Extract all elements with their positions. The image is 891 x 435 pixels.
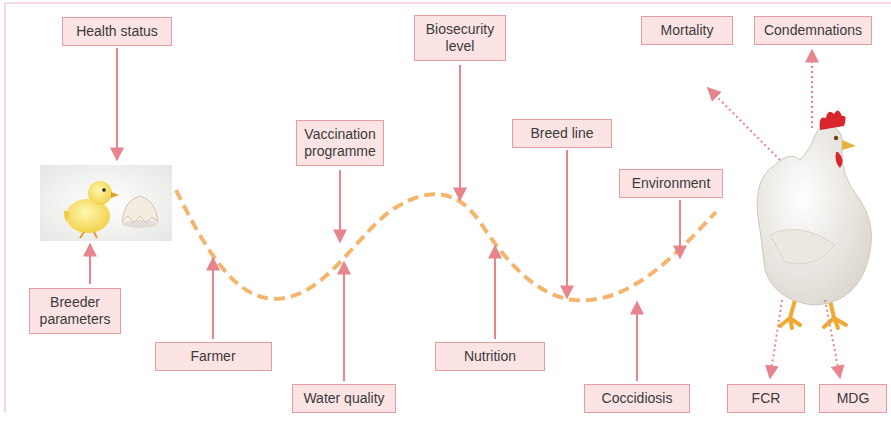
factor-box: Nutrition	[435, 342, 545, 371]
growth-curve	[176, 190, 716, 300]
factor-box: FCR	[727, 384, 805, 413]
factor-label: MDG	[826, 390, 880, 407]
factor-label: Mortality	[648, 22, 726, 39]
factor-label: Vaccination programme	[303, 126, 377, 160]
factor-box: Mortality	[641, 16, 733, 45]
factor-label: Biosecurity level	[421, 21, 499, 55]
factor-label: Condemnations	[761, 22, 865, 39]
factor-box: Breed line	[512, 119, 612, 148]
factor-box: Biosecurity level	[414, 15, 506, 61]
factor-label: Water quality	[299, 390, 389, 407]
factor-box: Water quality	[292, 384, 396, 413]
factor-box: Coccidiosis	[584, 384, 690, 413]
factor-box: Farmer	[155, 342, 272, 371]
factor-box: Condemnations	[754, 16, 872, 45]
chick-illustration	[40, 165, 172, 241]
factor-label: Breed line	[519, 125, 605, 142]
factor-label: Breeder parameters	[36, 294, 114, 328]
factor-label: Environment	[626, 175, 716, 192]
influence-arrows	[90, 48, 680, 381]
factor-label: Farmer	[162, 348, 265, 365]
factor-label: Nutrition	[442, 348, 538, 365]
outcome-arrows	[708, 50, 840, 378]
factor-label: Health status	[69, 23, 165, 40]
factor-box: Environment	[619, 169, 723, 198]
factor-label: Coccidiosis	[591, 390, 683, 407]
factor-box: Vaccination programme	[296, 120, 384, 166]
chicken-illustration	[757, 110, 871, 328]
factor-label: FCR	[734, 390, 798, 407]
frame-line	[5, 2, 891, 3]
frame-line	[4, 3, 5, 412]
factor-box: MDG	[819, 384, 887, 413]
factor-box: Breeder parameters	[29, 288, 121, 334]
factor-box: Health status	[62, 17, 172, 46]
